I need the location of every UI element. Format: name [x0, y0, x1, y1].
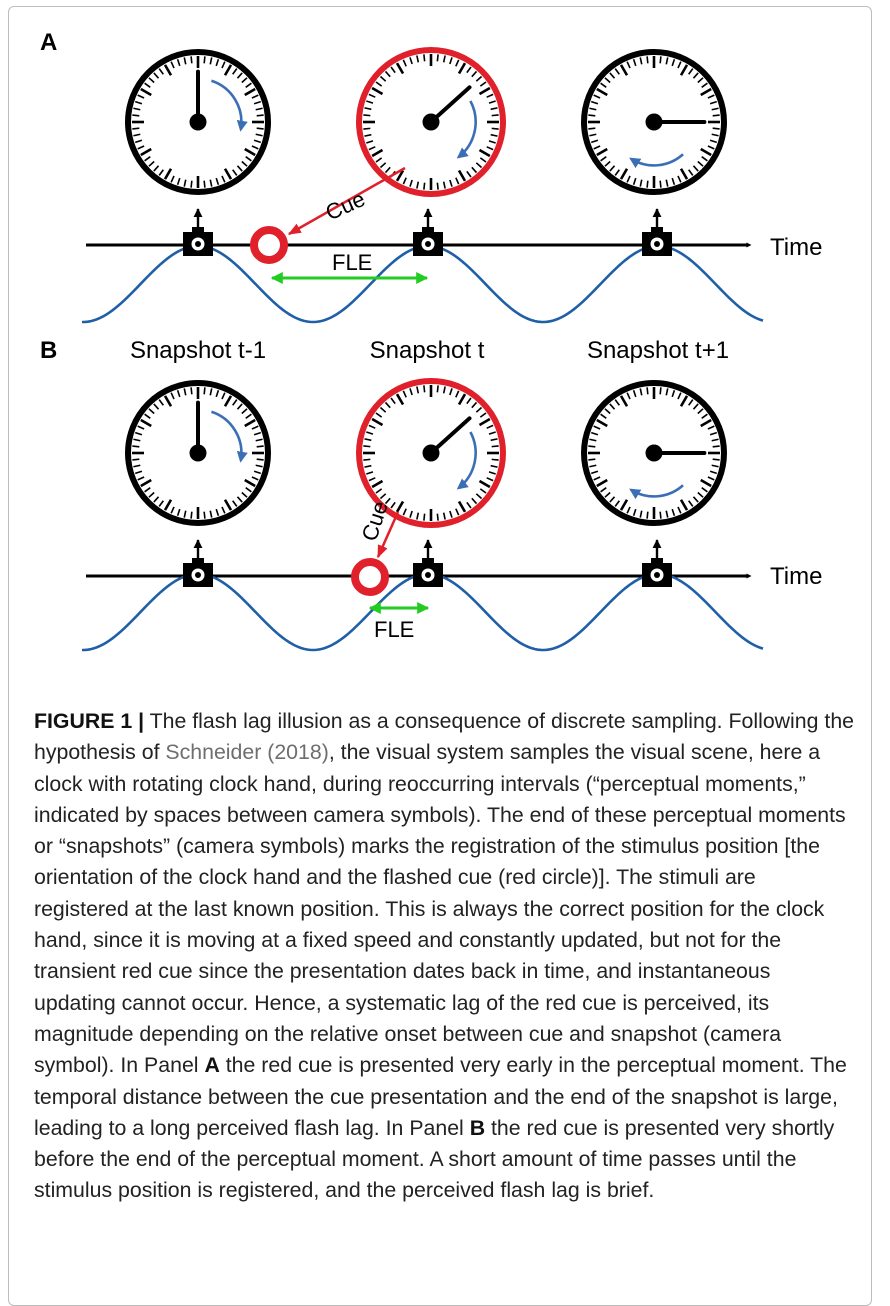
- clock-icon: [581, 49, 727, 195]
- panel-b-fle-label: FLE: [374, 617, 414, 642]
- clock-icon: [356, 47, 506, 197]
- panel-a: A Cue FLE Time: [40, 29, 822, 324]
- panel-b-time-label: Time: [770, 563, 822, 590]
- flash-lag-diagram: A Cue FLE Time B Snapshot t-1 Snapshot t…: [40, 29, 822, 652]
- clock-icon: [125, 380, 271, 526]
- figure-label: FIGURE 1 |: [34, 709, 145, 733]
- panel-b: B Snapshot t-1 Snapshot t Snapshot t+1 C…: [40, 337, 822, 652]
- cue-ring-icon: [351, 558, 389, 596]
- clock-pivot: [645, 444, 663, 462]
- snapshot-t-plus-1-label: Snapshot t+1: [587, 337, 729, 364]
- figure-caption: FIGURE 1 | The flash lag illusion as a c…: [34, 706, 856, 1207]
- rotation-arrow-icon: [210, 79, 248, 132]
- panel-a-time-label: Time: [770, 234, 822, 261]
- rotation-arrow-icon: [456, 431, 477, 490]
- schneider-2018-citation-link[interactable]: Schneider (2018): [165, 740, 329, 765]
- rotation-arrow-icon: [629, 484, 684, 500]
- camera-lens: [425, 572, 431, 578]
- cue-pointer-arrow: [376, 511, 400, 559]
- clock-hand: [429, 85, 472, 124]
- clock-pivot: [422, 444, 440, 462]
- cue-pointer-arrow: [287, 166, 406, 236]
- camera-lens: [195, 572, 201, 578]
- camera-lens: [195, 241, 201, 247]
- caption-panel-b-ref: B: [469, 1115, 486, 1140]
- caption-text-3: the red cue is presented very early in t…: [34, 1053, 847, 1140]
- caption-text-1: The flash lag illusion as a consequence …: [34, 709, 855, 765]
- caption-text-4: the red cue is presented very shortly be…: [34, 1115, 835, 1203]
- snapshot-t-label: Snapshot t: [370, 337, 485, 364]
- camera-icon: [183, 208, 213, 256]
- clock-pivot: [645, 113, 663, 131]
- clock-hand: [429, 416, 472, 455]
- camera-icon: [642, 208, 672, 256]
- camera-lens: [654, 241, 660, 247]
- clock-pivot: [189, 444, 207, 462]
- panel-a-letter: A: [40, 29, 57, 56]
- clock-icon: [581, 380, 727, 526]
- rotation-arrow-icon: [210, 410, 248, 463]
- rotation-arrow-icon: [456, 100, 477, 159]
- rotation-arrow-icon: [629, 153, 684, 169]
- camera-icon: [642, 539, 672, 587]
- caption-panel-a-ref: A: [204, 1053, 220, 1078]
- cue-ring-icon: [250, 226, 288, 264]
- clock-icon: [356, 378, 506, 528]
- camera-icon: [183, 539, 213, 587]
- camera-lens: [425, 241, 431, 247]
- panel-b-letter: B: [40, 337, 57, 364]
- clock-icon: [125, 49, 271, 195]
- panel-a-fle-label: FLE: [332, 250, 372, 275]
- camera-icon: [413, 208, 443, 256]
- clock-pivot: [189, 113, 207, 131]
- camera-lens: [654, 572, 660, 578]
- caption-text-2: , the visual system samples the visual s…: [34, 740, 846, 1078]
- camera-icon: [413, 539, 443, 587]
- clock-pivot: [422, 113, 440, 131]
- sampling-wave: [81, 244, 764, 324]
- snapshot-t-minus-1-label: Snapshot t-1: [130, 337, 266, 364]
